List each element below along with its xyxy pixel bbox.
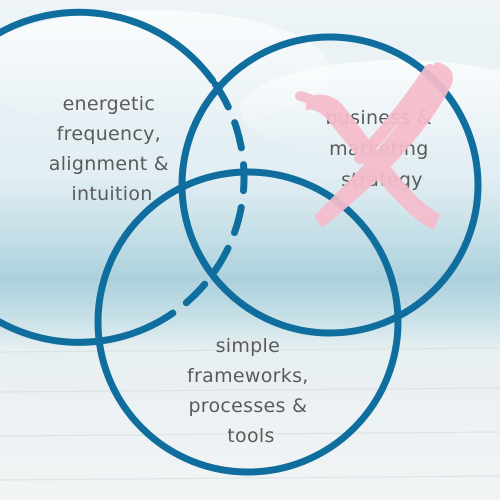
circle-frameworks bbox=[94, 168, 402, 476]
label-energetic-line-4: intuition bbox=[71, 183, 152, 205]
label-frameworks: simple frameworks, processes & tools bbox=[187, 335, 315, 447]
label-energetic: energetic frequency, alignment & intuiti… bbox=[49, 93, 176, 205]
label-frameworks-line-1: simple bbox=[216, 335, 281, 357]
label-energetic-line-3: alignment & bbox=[49, 153, 169, 175]
circle-energetic bbox=[0, 8, 217, 346]
x-mark-icon bbox=[295, 62, 454, 230]
venn-circles bbox=[0, 8, 482, 476]
circle-energetic-dashed-arc bbox=[146, 77, 248, 330]
label-frameworks-line-3: processes & bbox=[188, 395, 307, 417]
label-frameworks-line-4: tools bbox=[227, 425, 274, 447]
label-energetic-line-2: frequency, bbox=[57, 123, 161, 145]
label-energetic-line-1: energetic bbox=[63, 93, 156, 115]
label-frameworks-line-2: frameworks, bbox=[187, 365, 309, 387]
